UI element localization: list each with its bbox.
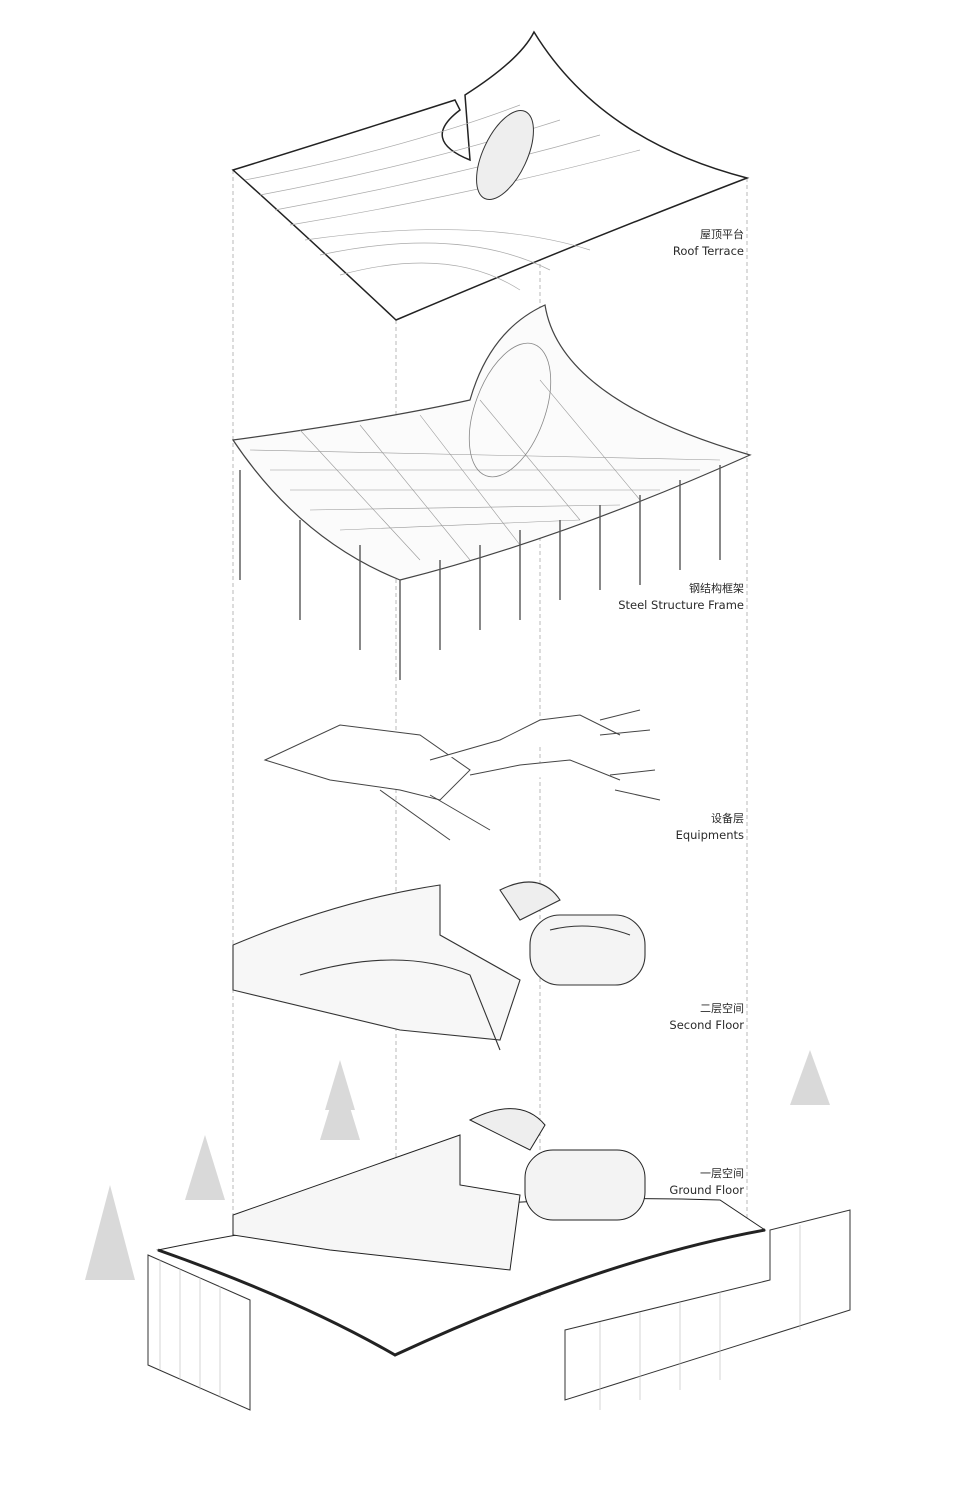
ground-floor-layer (156, 1108, 767, 1357)
facade-panels (147, 1209, 851, 1411)
label-en: Roof Terrace (672, 244, 744, 259)
equipment-layer (263, 709, 661, 841)
label-en: Steel Structure Frame (618, 598, 744, 613)
tree-icons (85, 1050, 830, 1280)
label-roof-terrace: 屋顶平台 Roof Terrace (673, 226, 744, 261)
label-en: Second Floor (669, 1018, 744, 1033)
steel-frame-layer (231, 304, 752, 680)
label-en: Ground Floor (669, 1183, 744, 1198)
roof-terrace-layer (231, 30, 750, 321)
label-en: Equipments (675, 828, 744, 843)
label-zh: 二层空间 (700, 1002, 744, 1015)
label-second-floor: 二层空间 Second Floor (669, 1000, 744, 1035)
label-zh: 钢结构框架 (689, 582, 744, 595)
label-equipments: 设备层 Equipments (676, 810, 744, 845)
label-steel-structure-frame: 钢结构框架 Steel Structure Frame (618, 580, 744, 615)
label-zh: 屋顶平台 (700, 228, 744, 241)
second-floor-layer (232, 881, 646, 1051)
label-zh: 设备层 (711, 812, 744, 825)
label-zh: 一层空间 (700, 1167, 744, 1180)
label-ground-floor: 一层空间 Ground Floor (669, 1165, 744, 1200)
